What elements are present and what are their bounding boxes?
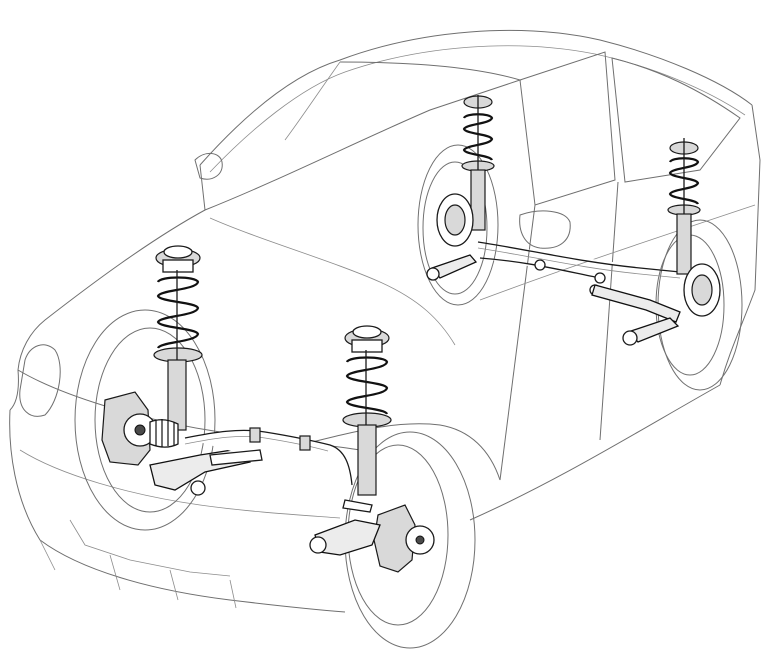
- roof-inner-line: [209, 45, 746, 173]
- fr-coil-spring: [345, 356, 389, 415]
- side-mirror: [519, 210, 571, 249]
- side-window-rear: [611, 57, 741, 183]
- rear-right-strut-assembly: [622, 138, 721, 346]
- rear-link-bushing-2: [594, 272, 606, 284]
- fr-brake-caliper: [373, 504, 416, 573]
- fr-upper-seat: [351, 339, 383, 353]
- hood-crease: [209, 217, 456, 346]
- stabilizer-bracket-2: [299, 435, 311, 451]
- rear-left-wheel: [417, 144, 499, 306]
- rr-link-bushing: [622, 330, 638, 346]
- rl-brake-drum-inner: [444, 204, 466, 236]
- fr-hub-center: [415, 535, 425, 545]
- fender-right: [299, 423, 501, 481]
- fender-front: [9, 369, 19, 411]
- fr-top-mount-cap: [352, 325, 382, 339]
- rear-link-upper: [477, 241, 681, 273]
- hood-line: [17, 209, 206, 371]
- rr-brake-drum-inner: [691, 274, 713, 306]
- body-side-bottom: [469, 384, 721, 521]
- rear-link-upper-inner: [477, 247, 681, 279]
- fr-tie-rod: [342, 499, 373, 513]
- bumper-grille: [69, 519, 231, 577]
- windshield: [199, 61, 522, 211]
- roof-line: [199, 29, 753, 166]
- side-window-front: [519, 51, 616, 206]
- fl-boot-ribs: [155, 419, 175, 447]
- fl-coil-spring: [156, 276, 200, 349]
- stabilizer-bracket-1: [249, 427, 261, 443]
- fr-arm-bushing: [309, 536, 327, 554]
- rl-link-bushing: [426, 267, 440, 281]
- front-crossmember: [184, 427, 353, 486]
- rear-link-bushing-1: [534, 259, 546, 271]
- rear-crossmember: [477, 241, 681, 323]
- belt-line: [479, 204, 756, 301]
- headlight: [19, 344, 61, 417]
- front-left-wheel: [74, 309, 216, 531]
- left-mirror: [194, 153, 223, 180]
- fl-upper-seat: [162, 259, 194, 273]
- front-bumper: [9, 409, 346, 613]
- fl-top-mount-cap: [163, 245, 193, 259]
- rear-left-strut-assembly: [426, 95, 495, 281]
- fl-arm-bushing: [190, 480, 206, 496]
- crossmember-link: [209, 449, 263, 466]
- fl-strut-body: [167, 359, 187, 431]
- rear-left-wheel-inner: [422, 161, 488, 295]
- rear-trailing-arm: [591, 284, 681, 323]
- fr-strut-body: [357, 424, 377, 496]
- front-right-strut-assembly: [309, 325, 435, 573]
- fl-hub-center: [134, 424, 146, 436]
- door-line-mid: [599, 181, 619, 441]
- bumper-lower: [39, 539, 237, 609]
- rr-strut-body: [676, 213, 692, 275]
- bumper-inner: [19, 449, 341, 519]
- front-left-wheel-inner: [94, 327, 206, 513]
- windshield-top: [284, 61, 341, 141]
- rear-body: [719, 104, 761, 386]
